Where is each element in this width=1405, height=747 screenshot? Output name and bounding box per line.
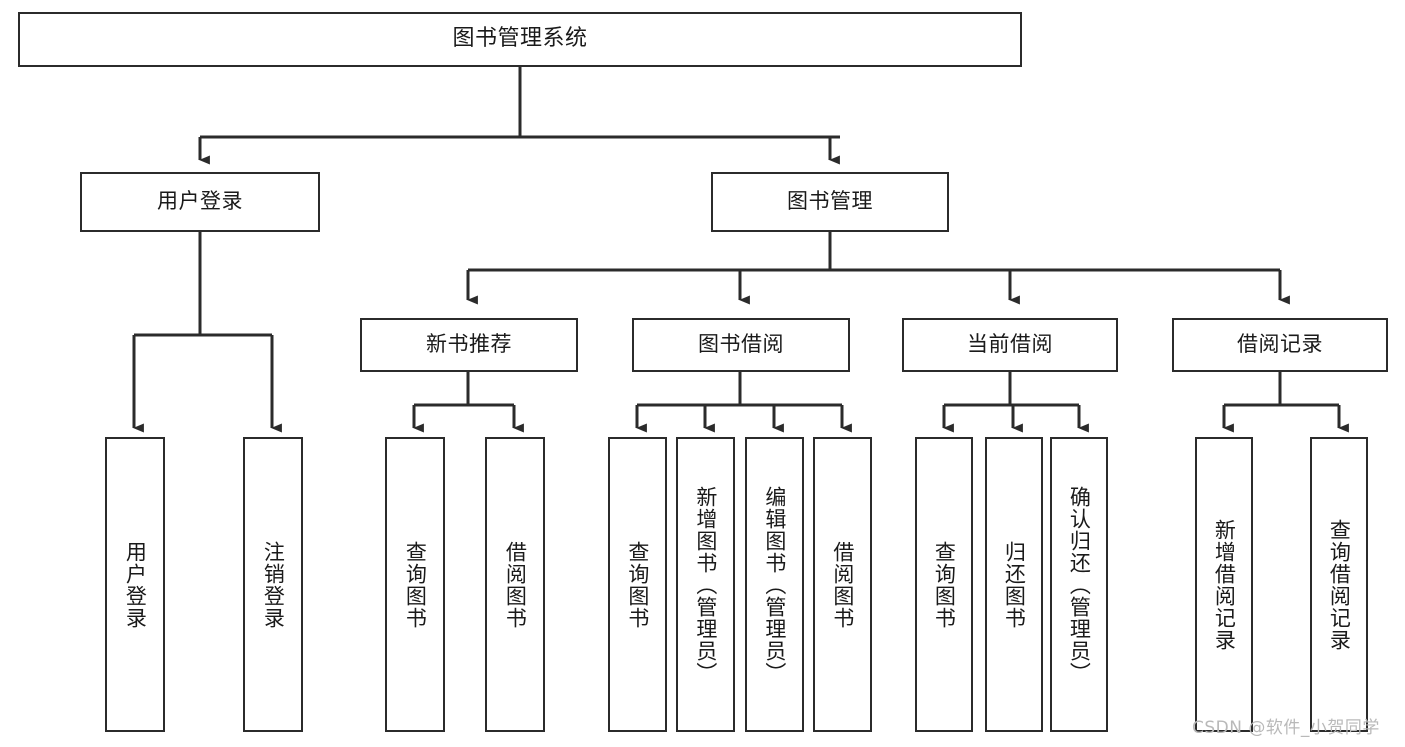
node-book-management-label: 图书管理 bbox=[787, 189, 873, 214]
node-book-borrow[interactable]: 图书借阅 bbox=[632, 318, 850, 372]
node-leaf-query-book-2-label: 查询图书 bbox=[625, 540, 650, 629]
node-book-borrow-label: 图书借阅 bbox=[698, 332, 784, 357]
node-leaf-add-book[interactable]: 新增图书（管理员） bbox=[676, 437, 735, 732]
node-leaf-query-record[interactable]: 查询借阅记录 bbox=[1310, 437, 1368, 732]
node-leaf-query-book-1[interactable]: 查询图书 bbox=[385, 437, 445, 732]
node-leaf-edit-book[interactable]: 编辑图书（管理员） bbox=[745, 437, 804, 732]
node-new-book-recommend[interactable]: 新书推荐 bbox=[360, 318, 578, 372]
node-leaf-query-record-label: 查询借阅记录 bbox=[1327, 518, 1352, 651]
node-leaf-edit-book-label: 编辑图书（管理员） bbox=[762, 485, 787, 684]
node-leaf-query-book-3[interactable]: 查询图书 bbox=[915, 437, 973, 732]
node-leaf-confirm-return-label: 确认归还（管理员） bbox=[1067, 485, 1092, 684]
node-leaf-confirm-return[interactable]: 确认归还（管理员） bbox=[1050, 437, 1108, 732]
node-leaf-user-logout-label: 注销登录 bbox=[261, 540, 286, 629]
node-leaf-return-book-label: 归还图书 bbox=[1002, 540, 1027, 629]
node-root[interactable]: 图书管理系统 bbox=[18, 12, 1022, 67]
node-leaf-add-book-label: 新增图书（管理员） bbox=[693, 485, 718, 684]
node-leaf-user-logout[interactable]: 注销登录 bbox=[243, 437, 303, 732]
node-leaf-return-book[interactable]: 归还图书 bbox=[985, 437, 1043, 732]
node-leaf-borrow-book-1-label: 借阅图书 bbox=[503, 540, 528, 629]
node-current-borrow[interactable]: 当前借阅 bbox=[902, 318, 1118, 372]
node-leaf-user-login[interactable]: 用户登录 bbox=[105, 437, 165, 732]
node-leaf-add-record-label: 新增借阅记录 bbox=[1212, 518, 1237, 651]
node-leaf-query-book-1-label: 查询图书 bbox=[403, 540, 428, 629]
node-borrow-record-label: 借阅记录 bbox=[1237, 332, 1323, 357]
node-borrow-record[interactable]: 借阅记录 bbox=[1172, 318, 1388, 372]
node-leaf-borrow-book-1[interactable]: 借阅图书 bbox=[485, 437, 545, 732]
node-user-login[interactable]: 用户登录 bbox=[80, 172, 320, 232]
node-new-book-recommend-label: 新书推荐 bbox=[426, 332, 512, 357]
node-root-label: 图书管理系统 bbox=[452, 26, 588, 52]
node-current-borrow-label: 当前借阅 bbox=[967, 332, 1053, 357]
watermark: CSDN @软件_小贺同学 bbox=[1192, 718, 1380, 738]
node-leaf-borrow-book-2-label: 借阅图书 bbox=[830, 540, 855, 629]
node-leaf-borrow-book-2[interactable]: 借阅图书 bbox=[813, 437, 872, 732]
node-leaf-add-record[interactable]: 新增借阅记录 bbox=[1195, 437, 1253, 732]
node-leaf-query-book-3-label: 查询图书 bbox=[932, 540, 957, 629]
node-book-management[interactable]: 图书管理 bbox=[711, 172, 949, 232]
node-leaf-user-login-label: 用户登录 bbox=[123, 540, 148, 629]
node-leaf-query-book-2[interactable]: 查询图书 bbox=[608, 437, 667, 732]
node-user-login-label: 用户登录 bbox=[157, 189, 243, 214]
